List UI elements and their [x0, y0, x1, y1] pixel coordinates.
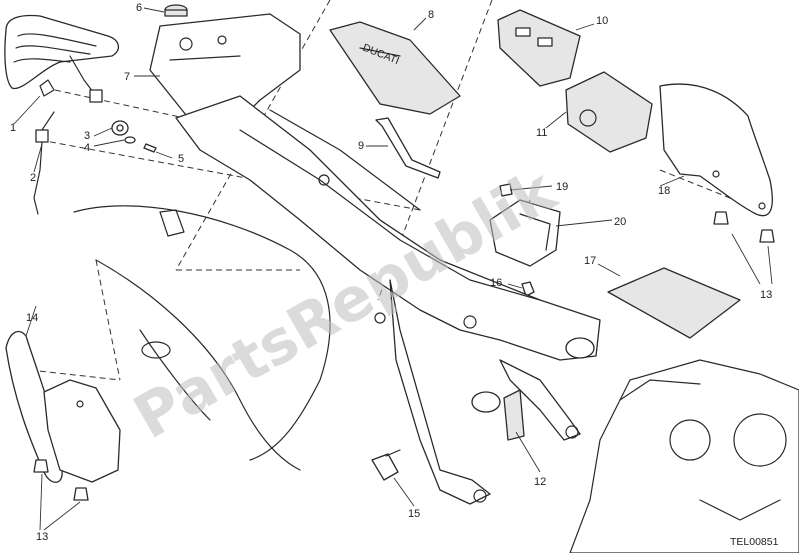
part-10-fuse-box	[497, 9, 581, 87]
callout-7: 7	[124, 71, 130, 83]
callout-2: 2	[30, 172, 36, 184]
part-8-seat-pad: DUCATI	[329, 21, 461, 115]
callout-14: 14	[26, 312, 38, 324]
callout-15: 15	[408, 508, 420, 520]
callout-10: 10	[596, 15, 608, 27]
callout-16: 16	[490, 277, 502, 289]
part-20-bracket	[489, 199, 561, 267]
part-9-strap	[375, 117, 441, 179]
callout-6: 6	[136, 2, 142, 14]
callout-3: 3	[84, 130, 90, 142]
callout-9: 9	[358, 140, 364, 152]
callout-8: 8	[428, 9, 434, 21]
part-18-side-panel	[659, 83, 773, 217]
callout-19: 19	[556, 181, 568, 193]
part-17-owner-manual	[607, 267, 741, 339]
callout-17: 17	[584, 255, 596, 267]
callout-12: 12	[534, 476, 546, 488]
callout-20: 20	[614, 216, 626, 228]
callout-18: 18	[658, 185, 670, 197]
part-13-bolts-right	[713, 211, 775, 243]
callout-numbers: 1 2 3 4 5 6 7 8 9 10 11 12 13 13 14 15 1…	[10, 2, 772, 543]
rear-fender-outline	[73, 205, 331, 471]
rear-subframe	[175, 95, 601, 413]
engine-outline	[569, 359, 799, 553]
parts-16-19-fasteners	[499, 183, 535, 297]
callout-13-right: 13	[760, 289, 772, 301]
drawing-code: TEL00851	[730, 536, 779, 548]
part-11-control-unit	[565, 71, 653, 153]
callout-11: 11	[536, 127, 547, 139]
parts-3-4-5-hardware	[111, 120, 157, 153]
callout-leaders	[13, 7, 773, 531]
callout-13-left: 13	[36, 531, 48, 543]
callout-5: 5	[178, 153, 184, 165]
part-14-side-cover	[5, 330, 121, 483]
part-6-grommet	[164, 4, 188, 17]
part-12-struts	[389, 279, 581, 505]
callout-4: 4	[84, 142, 90, 154]
callout-1: 1	[10, 122, 16, 134]
part-13-bolts-left	[33, 459, 89, 501]
part-1-tail-light	[4, 14, 119, 103]
part-2-cable-tie	[33, 111, 55, 215]
part-15-bolt	[371, 449, 401, 481]
